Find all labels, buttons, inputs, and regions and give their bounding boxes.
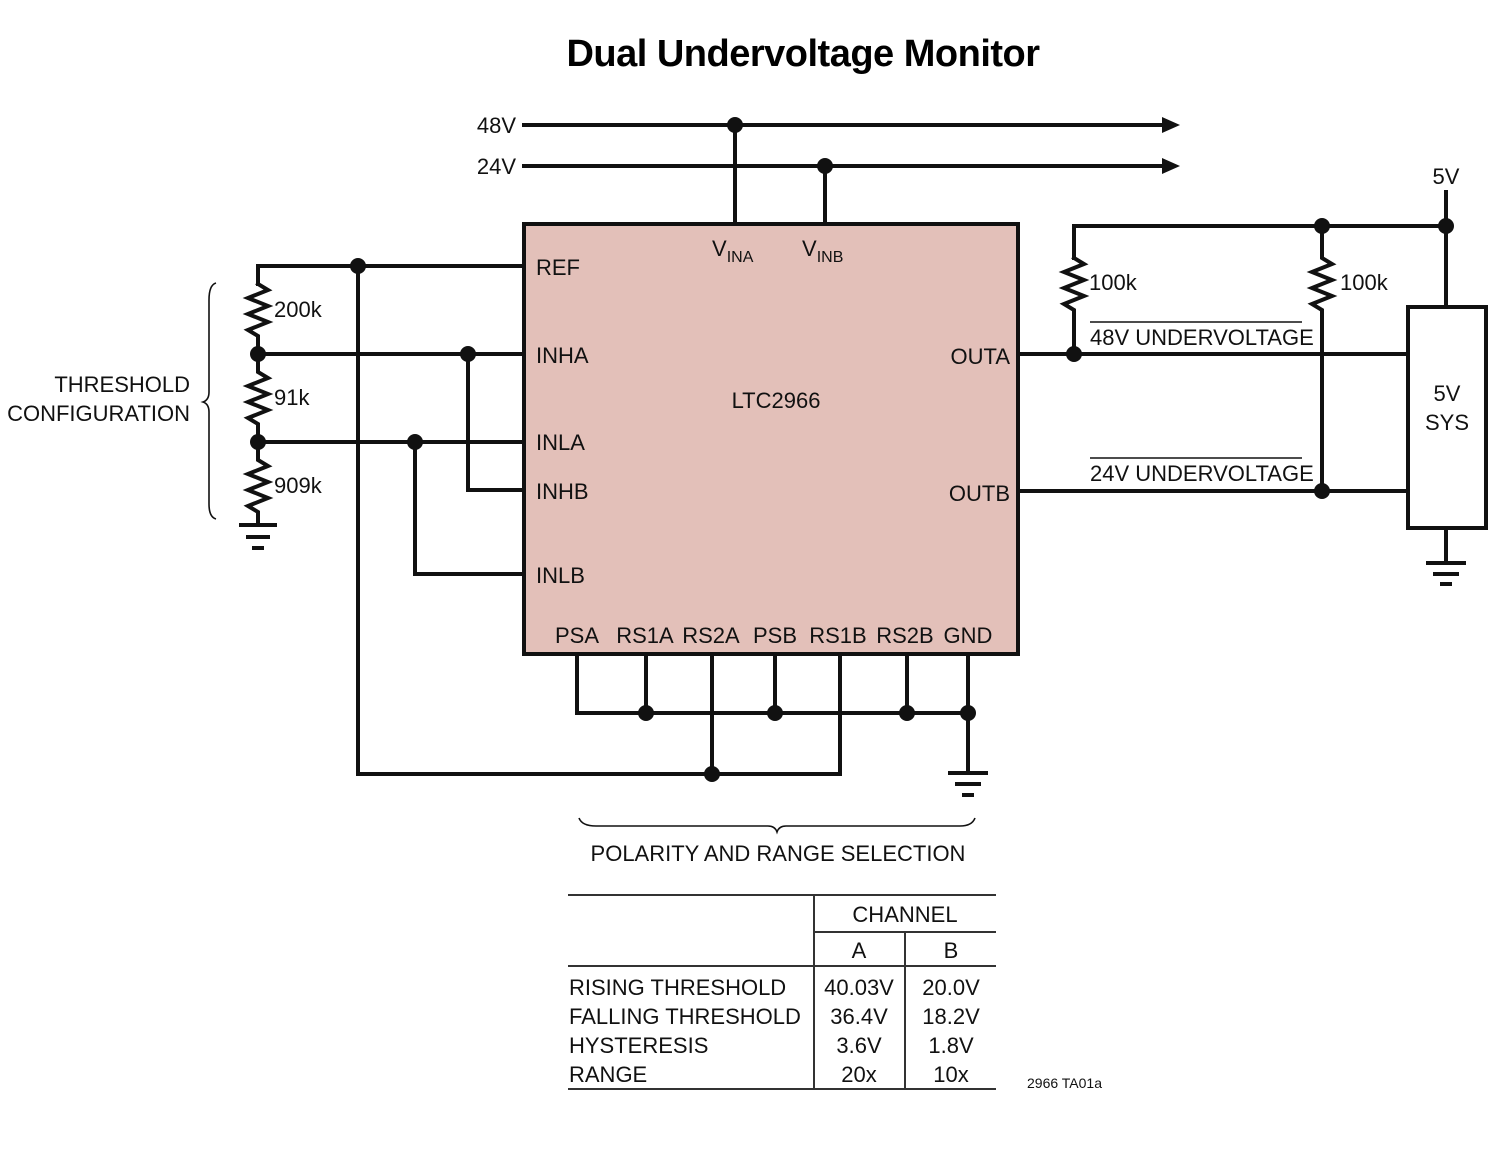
row-label: FALLING THRESHOLD — [569, 1004, 801, 1029]
bottom-pin-wiring — [575, 652, 988, 797]
brace-icon — [578, 817, 976, 835]
junction-dot — [767, 705, 783, 721]
pin-rs2b: RS2B — [876, 623, 933, 648]
table-row: RISING THRESHOLD 40.03V 20.0V — [569, 975, 980, 1000]
resistor-pullup-a-icon — [1058, 255, 1090, 356]
rail-24v: 24V — [477, 154, 1180, 179]
brace-icon — [200, 282, 217, 520]
threshold-label-line2: CONFIGURATION — [7, 401, 190, 426]
pin-inhb: INHB — [536, 479, 589, 504]
rail-24v-label: 24V — [477, 154, 516, 179]
resistor-909k-icon — [242, 440, 274, 526]
pin-outa: OUTA — [951, 344, 1011, 369]
table-row: HYSTERESIS 3.6V 1.8V — [569, 1033, 974, 1058]
row-value-a: 40.03V — [824, 975, 894, 1000]
resistor-pullup-a-label: 100k — [1089, 270, 1138, 295]
resistor-pullup-b-icon — [1306, 224, 1338, 493]
resistor-pullup-b-label: 100k — [1340, 270, 1389, 295]
junction-dot — [704, 766, 720, 782]
junction-dot — [1438, 218, 1454, 234]
arrow-right-icon — [1162, 158, 1180, 174]
pin-rs2a: RS2A — [682, 623, 740, 648]
row-value-a: 36.4V — [830, 1004, 888, 1029]
resistor-91k-icon — [242, 352, 274, 444]
pin-vinb: VINB — [802, 236, 843, 266]
row-value-b: 18.2V — [922, 1004, 980, 1029]
resistor-200k-icon — [242, 281, 274, 356]
resistor-909k-label: 909k — [274, 473, 323, 498]
signal-24v-undervoltage: 24V UNDERVOLTAGE — [1090, 461, 1314, 486]
junction-dot — [817, 158, 833, 174]
system-block-line2: SYS — [1425, 410, 1469, 435]
table-column-a: A — [852, 938, 867, 963]
junction-dot — [899, 705, 915, 721]
ground-icon — [239, 523, 277, 550]
ground-icon — [1426, 561, 1466, 586]
table-row: FALLING THRESHOLD 36.4V 18.2V — [569, 1004, 980, 1029]
system-block-line1: 5V — [1434, 381, 1461, 406]
row-value-b: 10x — [933, 1062, 968, 1087]
divider-network: 200k 91k 909k — [239, 258, 842, 776]
row-label: RISING THRESHOLD — [569, 975, 786, 1000]
output-network: 5V 100k 100k 48V UNDERVOLTAGE 24V UNDERV… — [1016, 164, 1488, 586]
pin-psa: PSA — [555, 623, 599, 648]
pin-outb: OUTB — [949, 481, 1010, 506]
system-block — [1406, 305, 1488, 530]
supply-5v-label: 5V — [1433, 164, 1460, 189]
ltc2966-chip — [522, 222, 1020, 656]
pin-psb: PSB — [753, 623, 797, 648]
table-group-header: CHANNEL — [852, 902, 957, 927]
chip-name: LTC2966 — [732, 388, 821, 413]
table-row: RANGE 20x 10x — [569, 1062, 969, 1087]
pin-vina: VINA — [712, 236, 754, 266]
resistor-91k-label: 91k — [274, 385, 310, 410]
junction-dot — [727, 117, 743, 133]
figure-id: 2966 TA01a — [1027, 1075, 1102, 1091]
row-value-a: 3.6V — [836, 1033, 882, 1058]
junction-dot — [1066, 346, 1082, 362]
row-label: RANGE — [569, 1062, 647, 1087]
rail-48v-label: 48V — [477, 113, 516, 138]
pin-inlb: INLB — [536, 563, 585, 588]
row-value-a: 20x — [841, 1062, 876, 1087]
threshold-label-line1: THRESHOLD — [54, 372, 190, 397]
junction-dot — [960, 705, 976, 721]
pin-gnd: GND — [944, 623, 993, 648]
resistor-200k-label: 200k — [274, 297, 323, 322]
junction-dot — [638, 705, 654, 721]
arrow-right-icon — [1162, 117, 1180, 133]
row-value-b: 1.8V — [928, 1033, 974, 1058]
pin-inha: INHA — [536, 343, 589, 368]
pin-rs1a: RS1A — [616, 623, 674, 648]
pin-rs1b: RS1B — [809, 623, 866, 648]
threshold-table: CHANNEL A B RISING THRESHOLD 40.03V 20.0… — [568, 894, 996, 1090]
polarity-label: POLARITY AND RANGE SELECTION — [591, 841, 966, 866]
signal-48v-undervoltage: 48V UNDERVOLTAGE — [1090, 325, 1314, 350]
row-label: HYSTERESIS — [569, 1033, 708, 1058]
row-value-b: 20.0V — [922, 975, 980, 1000]
junction-dot — [1314, 483, 1330, 499]
table-column-b: B — [944, 938, 959, 963]
rail-48v: 48V — [477, 113, 1180, 138]
pin-inla: INLA — [536, 430, 585, 455]
diagram-title: Dual Undervoltage Monitor — [566, 33, 1040, 75]
pin-ref: REF — [536, 255, 580, 280]
ground-icon — [948, 771, 988, 797]
